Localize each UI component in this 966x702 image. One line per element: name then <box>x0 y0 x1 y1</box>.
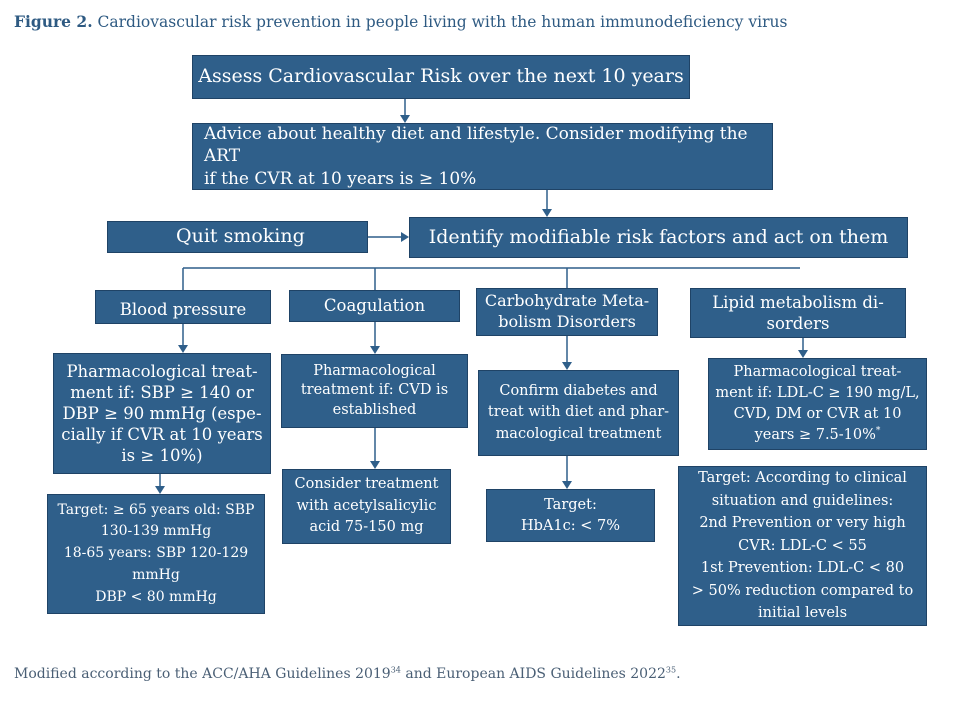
ldl-target-line-2: situation and guidelines: <box>711 492 894 509</box>
hba1c-target-line-1: Target: <box>544 497 597 514</box>
ldl-target-line-4: CVR: LDL-C < 55 <box>738 537 867 554</box>
arrowhead-bp-treat <box>178 345 188 353</box>
lipid-metabolism-line-2: sorders <box>766 314 830 333</box>
lipid-treatment-line-1: Pharmacological treat- <box>733 363 902 380</box>
assess-risk-text: Assess Cardiovascular Risk over the next… <box>198 65 684 88</box>
bp-target-line-3: 18-65 years: SBP 120-129 <box>63 545 249 562</box>
arrowhead-coag-target <box>370 461 380 469</box>
blood-pressure-box: Blood pressure <box>95 290 271 324</box>
ldl-target-box: Target: According to clinical situation … <box>678 466 927 626</box>
carbohydrate-metabolism-box: Carbohydrate Meta- bolism Disorders <box>476 288 658 336</box>
aspirin-treatment-line-3: acid 75-150 mg <box>309 519 424 536</box>
assess-risk-box: Assess Cardiovascular Risk over the next… <box>192 55 690 99</box>
footnote-text-a: Modified according to the ACC/AHA Guidel… <box>14 666 391 682</box>
identify-risk-factors-text: Identify modifiable risk factors and act… <box>428 225 889 248</box>
blood-pressure-text: Blood pressure <box>119 300 247 320</box>
arrowhead-identify-left <box>401 232 409 242</box>
arrowhead-carb-target <box>562 481 572 489</box>
footnote-text-b: and European AIDS Guidelines 2022 <box>400 666 666 682</box>
arrowhead-carb-treat <box>562 362 572 370</box>
arrowhead-identify-top <box>542 209 552 217</box>
coagulation-text: Coagulation <box>323 296 426 316</box>
lifestyle-advice-line-1: Advice about healthy diet and lifestyle.… <box>204 123 748 167</box>
carbohydrate-metabolism-line-2: bolism Disorders <box>498 312 636 331</box>
aspirin-treatment-line-2: with acetylsalicylic <box>296 497 437 514</box>
diabetes-treatment-line-1: Confirm diabetes and <box>499 383 658 400</box>
figure-label: Figure 2. <box>14 12 93 31</box>
bp-target-line-1: Target: ≥ 65 years old: SBP <box>57 501 255 518</box>
arrowhead-bp-target <box>155 486 165 494</box>
bp-target-box: Target: ≥ 65 years old: SBP 130-139 mmHg… <box>47 494 265 614</box>
bp-treatment-line-5: is ≥ 10%) <box>121 446 203 466</box>
arrowhead-advice <box>400 115 410 123</box>
lipid-treatment-line-2: ment if: LDL-C ≥ 190 mg/L, <box>715 384 920 401</box>
bp-treatment-line-4: cially if CVR at 10 years <box>61 425 263 445</box>
lifestyle-advice-box: Advice about healthy diet and lifestyle.… <box>192 123 773 190</box>
lipid-treatment-line-4: years ≥ 7.5-10%* <box>755 425 881 446</box>
bp-target-line-5: DBP < 80 mmHg <box>95 588 217 605</box>
ldl-target-line-3: 2nd Prevention or very high <box>699 515 906 532</box>
coagulation-treatment-line-1: Pharmacological <box>313 363 436 380</box>
coagulation-box: Coagulation <box>289 290 460 322</box>
lipid-treatment-footnote-mark: * <box>875 426 881 437</box>
footnote-text-c: . <box>676 666 681 682</box>
quit-smoking-text: Quit smoking <box>176 225 305 248</box>
coagulation-treatment-box: Pharmacological treatment if: CVD is est… <box>281 354 468 428</box>
carbohydrate-metabolism-line-1: Carbohydrate Meta- <box>484 291 650 311</box>
ldl-target-line-5: 1st Prevention: LDL-C < 80 <box>700 560 905 577</box>
footnote-ref-34: 34 <box>390 665 401 675</box>
footnote-ref-35: 35 <box>665 665 677 675</box>
bp-treatment-line-1: Pharmacological treat- <box>66 361 258 381</box>
figure-caption: Figure 2. Cardiovascular risk prevention… <box>14 12 954 31</box>
arrowhead-lipid-treat <box>798 350 808 358</box>
ldl-target-line-6: > 50% reduction compared to <box>691 582 914 599</box>
bp-treatment-line-3: DBP ≥ 90 mmHg (espe- <box>62 403 262 423</box>
diabetes-treatment-box: Confirm diabetes and treat with diet and… <box>478 370 679 456</box>
coagulation-treatment-line-2: treatment if: CVD is <box>300 382 449 399</box>
lipid-treatment-box: Pharmacological treat- ment if: LDL-C ≥ … <box>708 358 927 450</box>
identify-risk-factors-box: Identify modifiable risk factors and act… <box>409 217 908 258</box>
lifestyle-advice-line-2: if the CVR at 10 years is ≥ 10% <box>204 168 477 189</box>
bp-treatment-line-2: ment if: SBP ≥ 140 or <box>70 382 254 402</box>
ldl-target-line-7: initial levels <box>757 605 848 622</box>
lipid-treatment-line-3: CVD, DM or CVR at 10 <box>733 406 902 422</box>
bp-target-line-4: mmHg <box>132 566 180 583</box>
lipid-treatment-line-4-text: years ≥ 7.5-10% <box>754 427 876 444</box>
source-footnote: Modified according to the ACC/AHA Guidel… <box>14 666 681 682</box>
arrowhead-coag-treat <box>370 346 380 354</box>
diabetes-treatment-line-2: treat with diet and phar- <box>487 404 670 421</box>
aspirin-treatment-line-1: Consider treatment <box>294 475 439 492</box>
bp-target-line-2: 130-139 mmHg <box>100 523 212 540</box>
lipid-metabolism-box: Lipid metabolism di- sorders <box>690 288 906 338</box>
figure-title: Cardiovascular risk prevention in people… <box>97 13 788 31</box>
lipid-metabolism-line-1: Lipid metabolism di- <box>712 292 884 312</box>
aspirin-treatment-box: Consider treatment with acetylsalicylic … <box>282 469 451 544</box>
coagulation-treatment-line-3: established <box>332 401 417 418</box>
quit-smoking-box: Quit smoking <box>107 221 368 253</box>
hba1c-target-box: Target: HbA1c: < 7% <box>486 489 655 542</box>
bp-treatment-box: Pharmacological treat- ment if: SBP ≥ 14… <box>53 353 271 474</box>
diabetes-treatment-line-3: macological treatment <box>495 425 662 442</box>
hba1c-target-line-2: HbA1c: < 7% <box>520 517 620 534</box>
ldl-target-line-1: Target: According to clinical <box>698 470 907 487</box>
